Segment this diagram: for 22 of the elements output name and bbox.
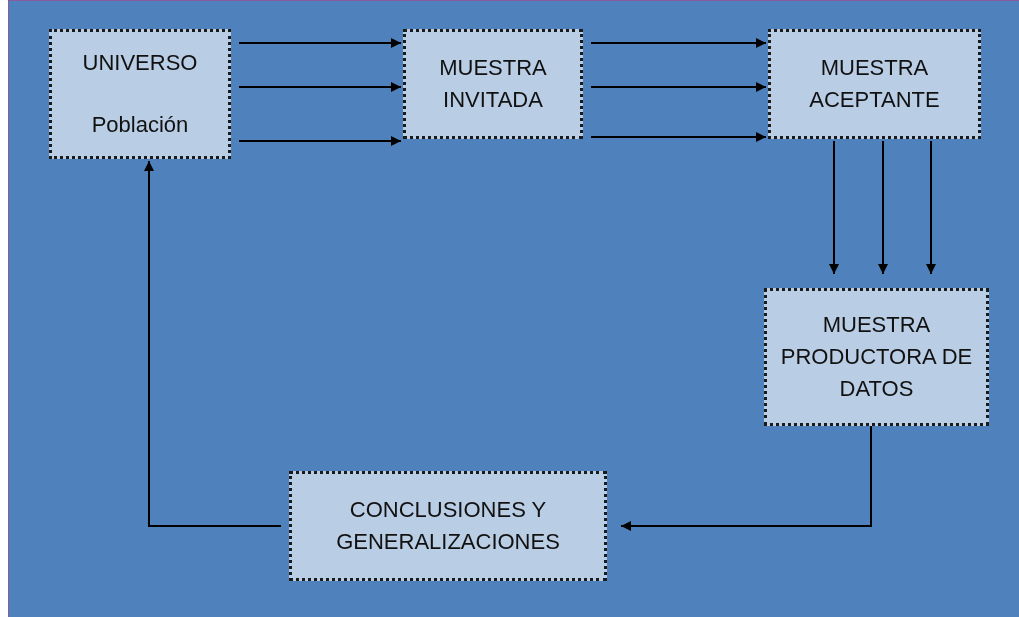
box-label: UNIVERSO xyxy=(82,49,198,78)
arrow xyxy=(238,136,402,146)
box-label: CONCLUSIONES Y GENERALIZACIONES xyxy=(335,496,561,556)
arrow xyxy=(144,160,282,527)
arrow xyxy=(590,38,767,48)
box-label: MUESTRA PRODUCTORA DE DATOS xyxy=(779,311,974,403)
box-label: MUESTRA INVITADA xyxy=(438,54,548,114)
process-box xyxy=(403,29,583,139)
arrow xyxy=(620,425,872,531)
arrow xyxy=(926,140,936,275)
arrow xyxy=(590,82,767,92)
arrow xyxy=(878,140,888,275)
process-box xyxy=(768,29,981,139)
box-label: MUESTRA ACEPTANTE xyxy=(808,54,941,114)
box-label: Población xyxy=(91,111,189,139)
process-box xyxy=(764,288,989,426)
process-box xyxy=(49,29,231,159)
arrow xyxy=(590,132,767,142)
arrow xyxy=(829,140,839,275)
arrow xyxy=(238,82,402,92)
process-box xyxy=(289,471,607,581)
arrow xyxy=(238,38,402,48)
